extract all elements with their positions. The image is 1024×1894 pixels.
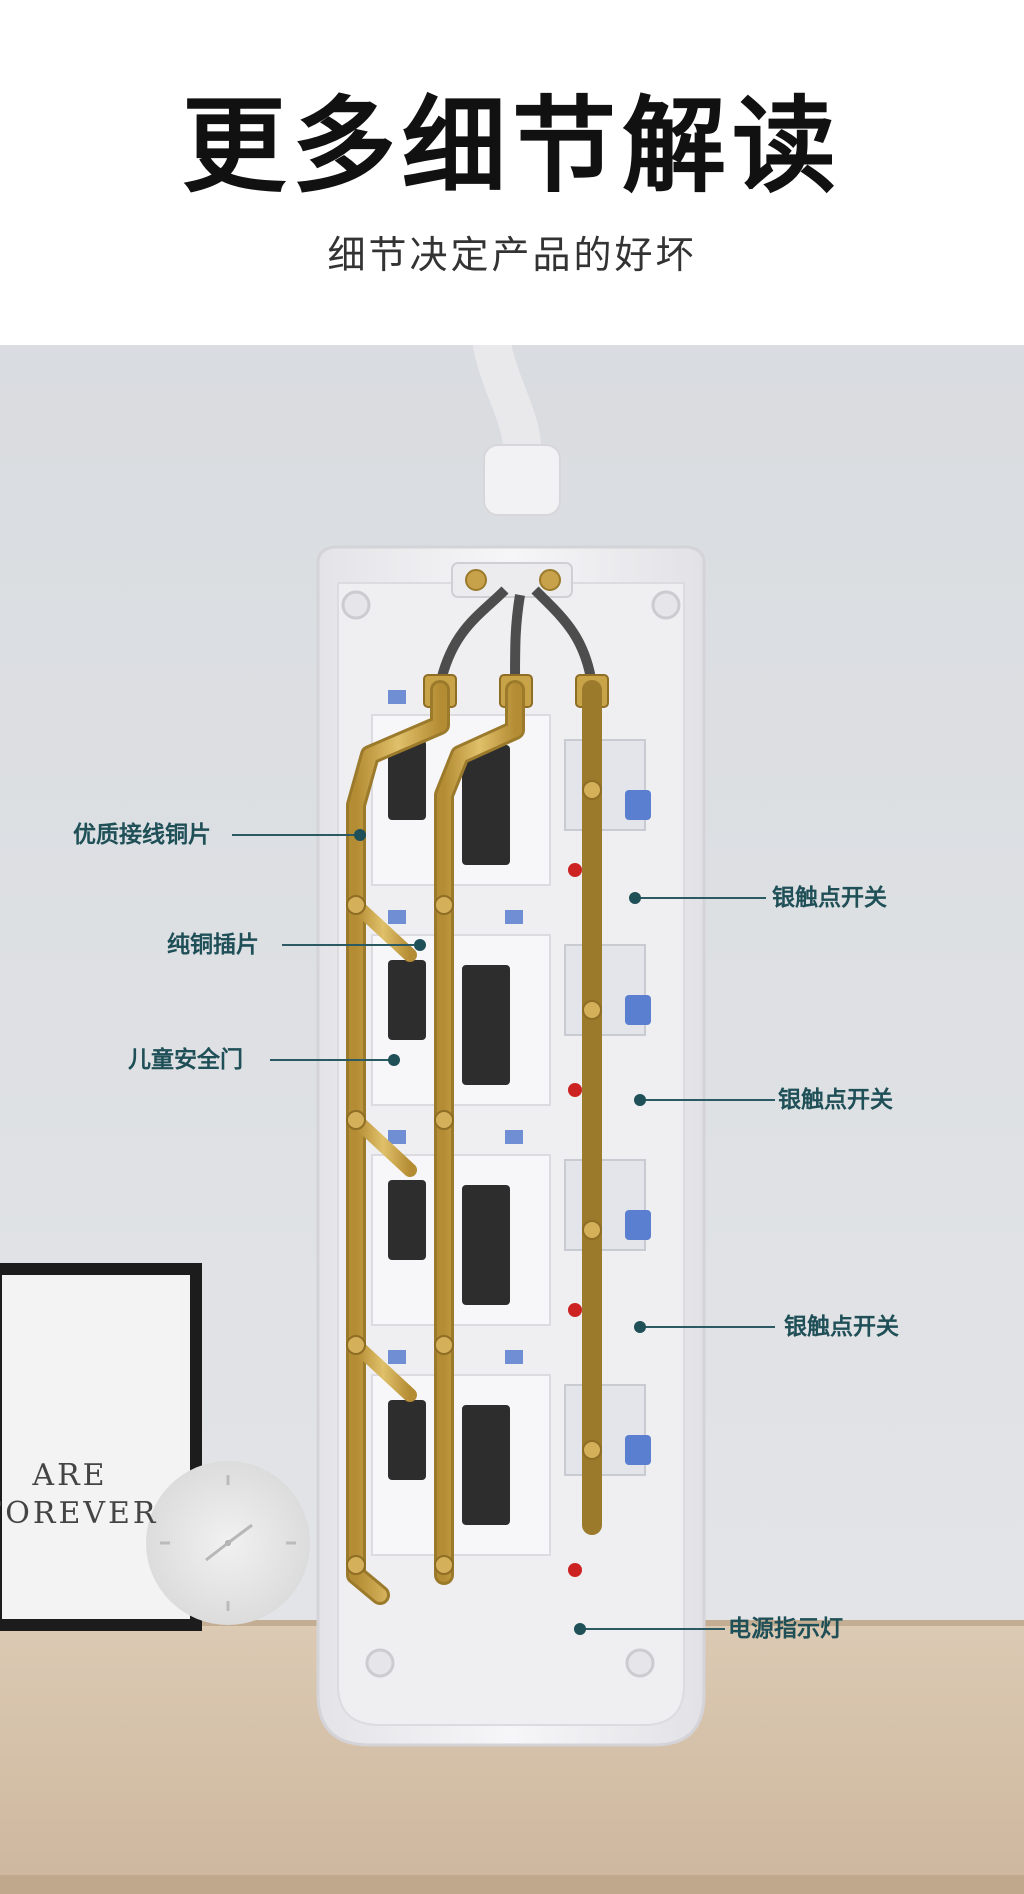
- product-photo: ARE FOREVER 优质接线铜片: [0, 345, 1024, 1894]
- frame-text-forever: FOREVER: [0, 1496, 159, 1531]
- header-section: 更多细节解读 细节决定产品的好坏: [0, 0, 1024, 345]
- callout-silver-switch-1-label: 银触点开关: [772, 885, 887, 911]
- power-cable: [473, 345, 561, 516]
- strip-screws: [346, 780, 602, 1575]
- callout-copper-plug-pins-label: 纯铜插片: [167, 932, 259, 958]
- outlet-module-2: [371, 910, 651, 1106]
- page-subtitle: 细节决定产品的好坏: [327, 233, 697, 277]
- callout-power-indicator-label: 电源指示灯: [728, 1616, 843, 1642]
- outlet-module-4: [371, 1350, 651, 1577]
- callout-silver-switch-2-label: 银触点开关: [778, 1087, 893, 1113]
- page-title: 更多细节解读: [181, 85, 842, 207]
- callout-leader-lines: [232, 834, 775, 1630]
- copper-strips: [346, 680, 602, 1605]
- frame-text-are: ARE: [31, 1458, 107, 1493]
- power-strip-illustration: ARE FOREVER: [0, 345, 1024, 1894]
- callout-child-safety-door-label: 儿童安全门: [128, 1047, 243, 1073]
- callout-dots: [354, 829, 646, 1635]
- clock-decoration: [146, 1461, 310, 1625]
- callout-copper-wiring-label: 优质接线铜片: [73, 822, 211, 848]
- callout-silver-switch-3-label: 银触点开关: [784, 1314, 899, 1340]
